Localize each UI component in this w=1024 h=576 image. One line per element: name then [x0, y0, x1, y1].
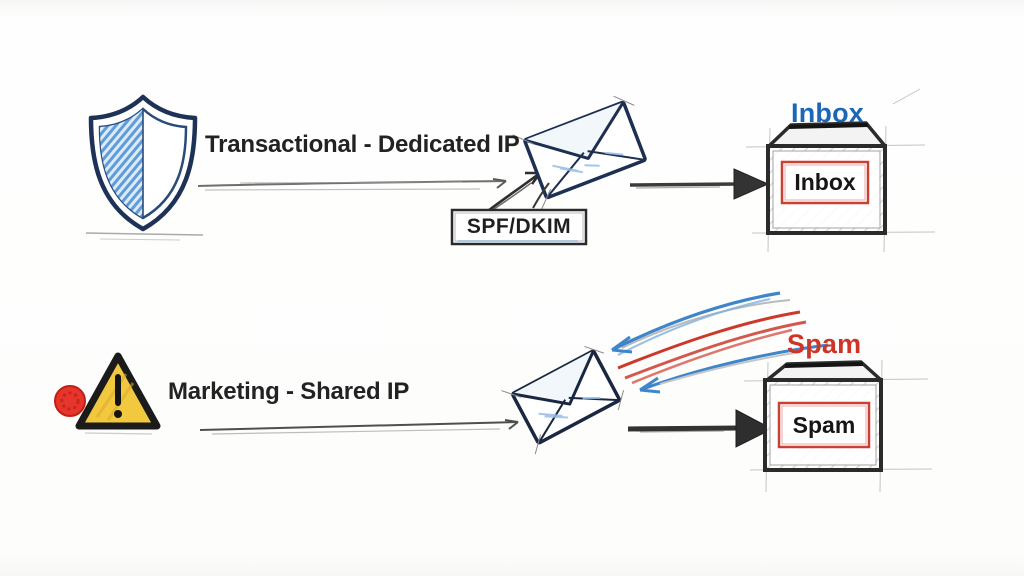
marketing-label: Marketing - Shared IP [168, 378, 410, 405]
arrow-to-inbox [629, 168, 770, 200]
arrow-to-spam [627, 409, 774, 448]
spam-box [743, 359, 933, 493]
spam-box-label: Spam [792, 411, 856, 438]
bounce-swoosh-arrows [611, 291, 829, 394]
inbox-title: Inbox [791, 98, 864, 128]
transactional-label: Transactional - Dedicated IP [205, 131, 520, 158]
warning-icon [75, 352, 161, 435]
shield-icon [85, 94, 204, 241]
spf-dkim-badge-box [450, 182, 588, 246]
inbox-box-label: Inbox [794, 169, 856, 195]
envelope-bounced-icon [501, 345, 625, 455]
marketing-flow-line [199, 419, 519, 435]
alert-dot-icon [54, 385, 86, 417]
spf-dkim-badge-label: SPF/DKIM [466, 215, 572, 238]
envelope-icon [512, 95, 647, 210]
inbox-box [745, 88, 936, 253]
spam-title: Spam [787, 329, 862, 359]
